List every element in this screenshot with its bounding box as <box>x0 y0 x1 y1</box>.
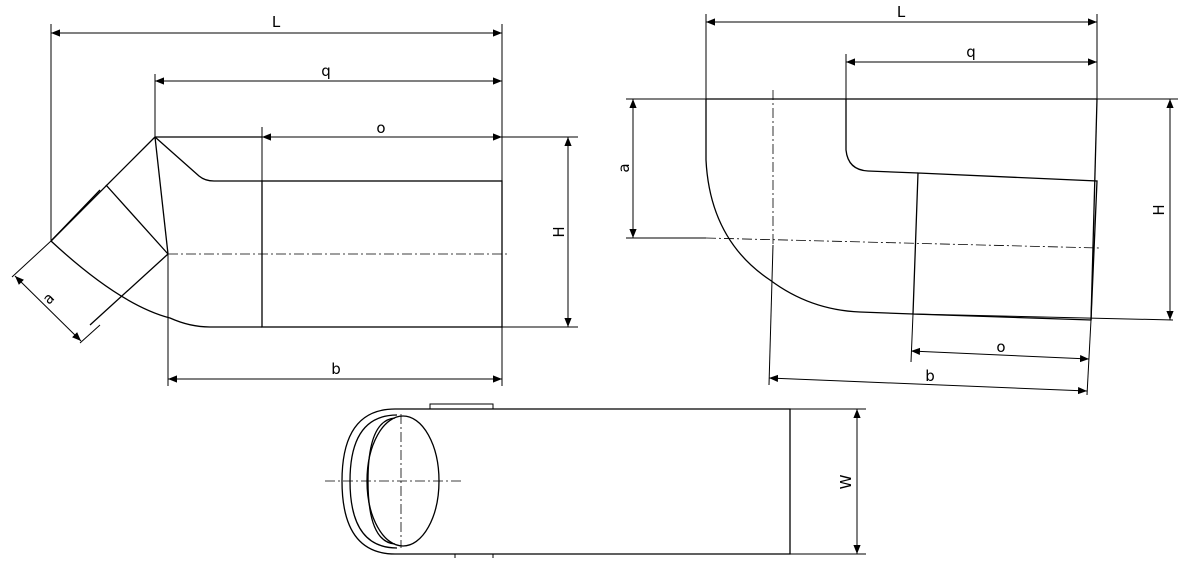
left-dim-a-label: a <box>39 289 58 308</box>
right-dim-o-label: o <box>996 338 1005 356</box>
left-elbow-outline <box>50 136 262 328</box>
left-dim-q-label: q <box>321 62 331 80</box>
right-dim-b-label: b <box>925 367 935 385</box>
bottom-dim-W-label: W <box>837 474 855 489</box>
left-dim-a-line <box>14 275 82 342</box>
right-hatched-section <box>912 172 1098 321</box>
right-dim-o-line <box>910 347 1090 363</box>
right-elbow-outline <box>705 98 1174 321</box>
right-dim-L-label: L <box>897 3 906 21</box>
left-dim-L-label: L <box>272 13 281 31</box>
right-dim-H-label: H <box>1150 204 1168 215</box>
right-elbow-view: L q a H o b <box>615 3 1178 396</box>
right-centerline-horizontal <box>705 237 1101 249</box>
left-dim-H-label: H <box>550 226 568 237</box>
right-dim-q-label: q <box>966 43 976 61</box>
right-dim-a-label: a <box>615 163 633 172</box>
left-elbow-view: L q o H b a <box>11 13 578 386</box>
left-dim-o-label: o <box>376 119 385 137</box>
bottom-pipe-body <box>341 408 791 555</box>
right-dim-b-line <box>768 374 1088 395</box>
bottom-pipe-view: W <box>325 403 866 558</box>
left-centerline-angled <box>105 184 169 255</box>
left-dim-b-label: b <box>331 360 341 378</box>
